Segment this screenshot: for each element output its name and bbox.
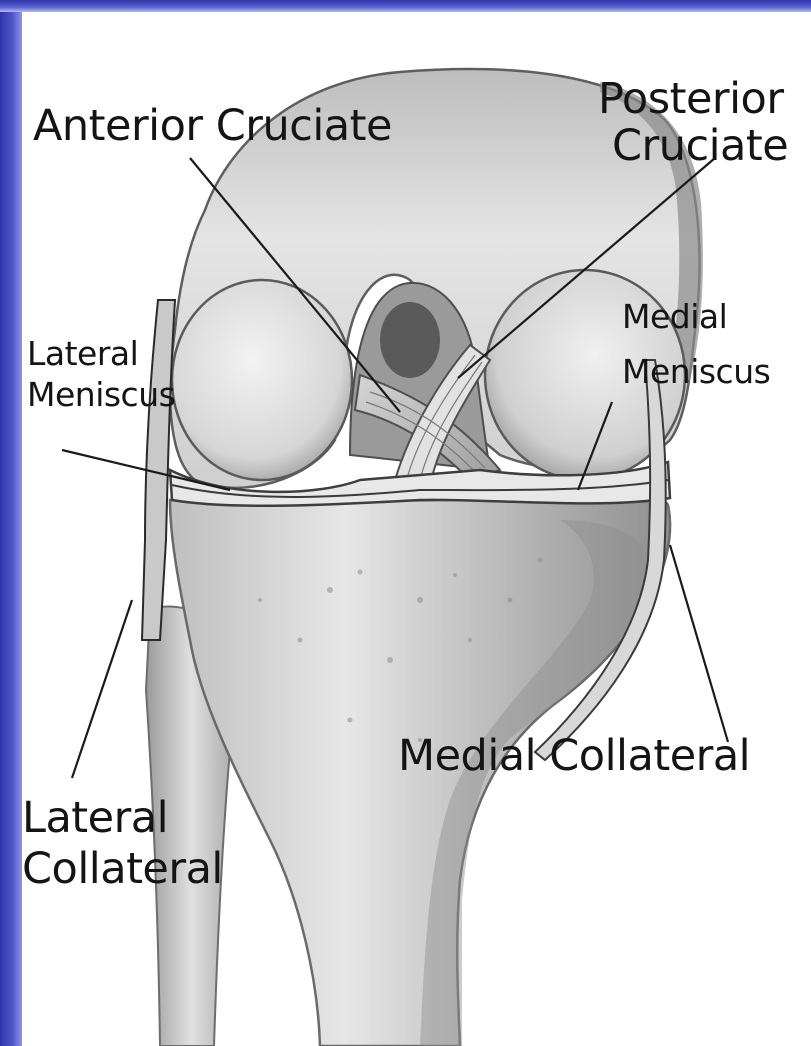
label-medial-collateral: Medial Collateral [398,735,750,778]
label-lateral-meniscus-line2: Meniscus [27,378,175,411]
label-posterior-cruciate-line2: Cruciate [612,125,788,168]
leader-medial-collateral [670,545,728,742]
label-posterior-cruciate-line1: Posterior [598,78,784,121]
leader-lateral-collateral [72,600,132,778]
label-medial-meniscus-line2: Meniscus [622,355,770,388]
label-lateral-collateral-line2: Collateral [22,848,223,891]
label-medial-meniscus-line1: Medial [622,300,727,333]
label-lateral-collateral-line1: Lateral [22,797,168,840]
label-anterior-cruciate: Anterior Cruciate [33,105,392,148]
lateral-condyle [172,280,352,480]
label-lateral-meniscus-line1: Lateral [27,337,138,370]
notch-hole [380,302,440,378]
